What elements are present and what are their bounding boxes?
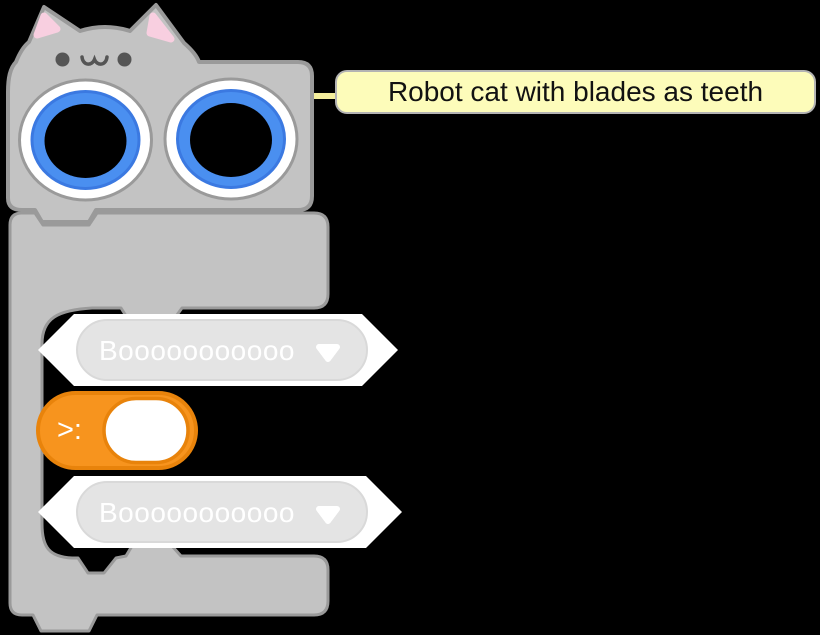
sensor-eye-right-center — [190, 103, 272, 177]
cat-ear-right-icon — [146, 12, 175, 43]
dropdown-field-top[interactable] — [76, 319, 368, 381]
chevron-down-icon-bottom[interactable] — [316, 506, 340, 524]
cat-mouth-icon — [80, 54, 109, 66]
cat-ear-left-icon — [33, 12, 61, 39]
comment-bubble[interactable]: Robot cat with blades as teeth — [335, 70, 816, 114]
chevron-down-icon-top[interactable] — [316, 344, 340, 362]
comment-connector-line — [308, 93, 342, 99]
dropdown-value-bottom[interactable]: Booooooooooo — [99, 497, 295, 528]
comment-text: Robot cat with blades as teeth — [387, 76, 764, 107]
operator-input-oval[interactable] — [102, 396, 190, 465]
cat-eye-left-icon — [55, 52, 70, 67]
sensor-eye-left-center — [44, 104, 127, 178]
dropdown-value-top[interactable]: Booooooooooo — [99, 335, 295, 366]
operator-label: >: — [57, 414, 82, 446]
dropdown-field-bottom[interactable] — [76, 481, 368, 543]
cat-eye-right-icon — [117, 52, 132, 67]
